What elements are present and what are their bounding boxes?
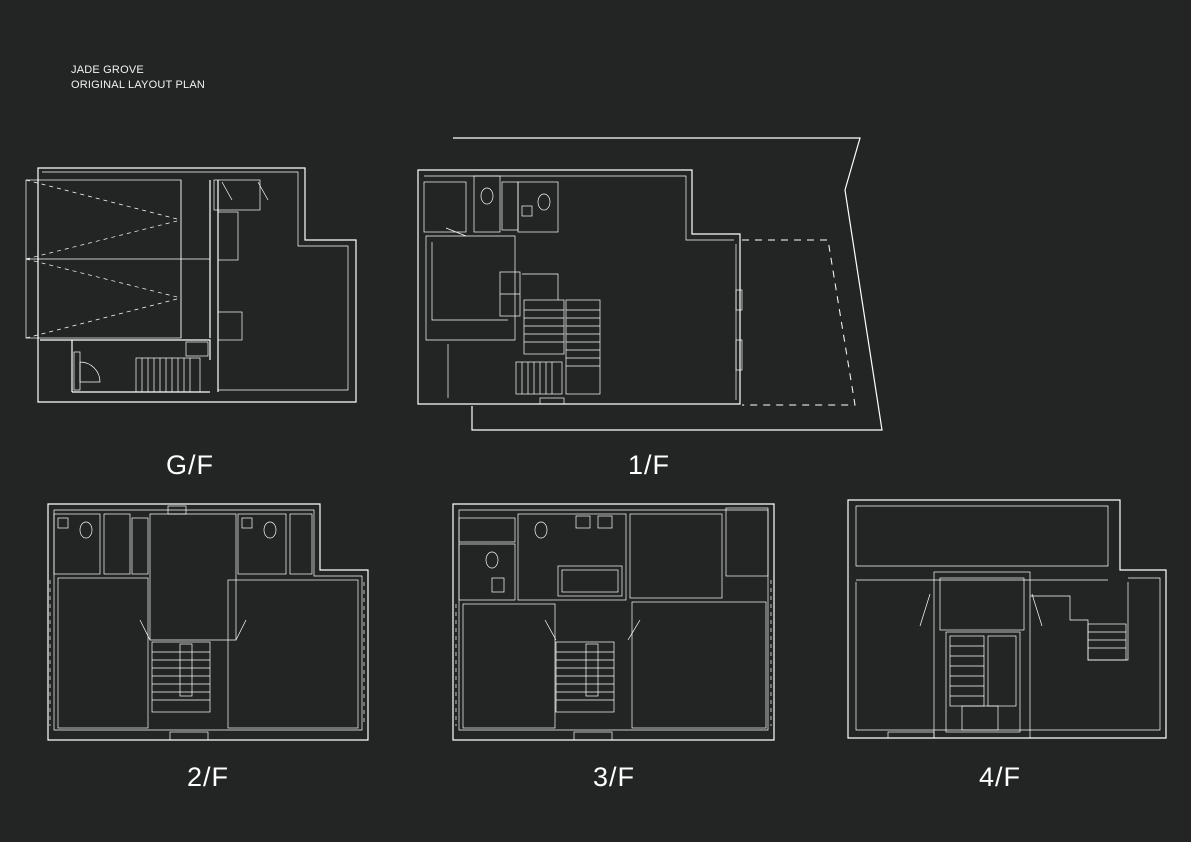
plan-second-floor xyxy=(47,503,369,741)
floor-label-ground: G/F xyxy=(166,450,214,480)
floor-label-fourth: 4/F xyxy=(978,762,1022,792)
floor-label-first: 1/F xyxy=(627,450,671,480)
plan-ground-floor xyxy=(25,167,357,403)
project-name: JADE GROVE xyxy=(71,64,144,76)
plan-third-floor xyxy=(452,503,775,741)
plan-first-floor xyxy=(417,137,883,431)
floor-label-second: 2/F xyxy=(186,762,230,792)
plan-subtitle: ORIGINAL LAYOUT PLAN xyxy=(71,79,206,91)
title-block: JADE GROVE ORIGINAL LAYOUT PLAN xyxy=(71,63,205,93)
floor-label-third: 3/F xyxy=(592,762,636,792)
plan-fourth-floor xyxy=(847,499,1167,739)
